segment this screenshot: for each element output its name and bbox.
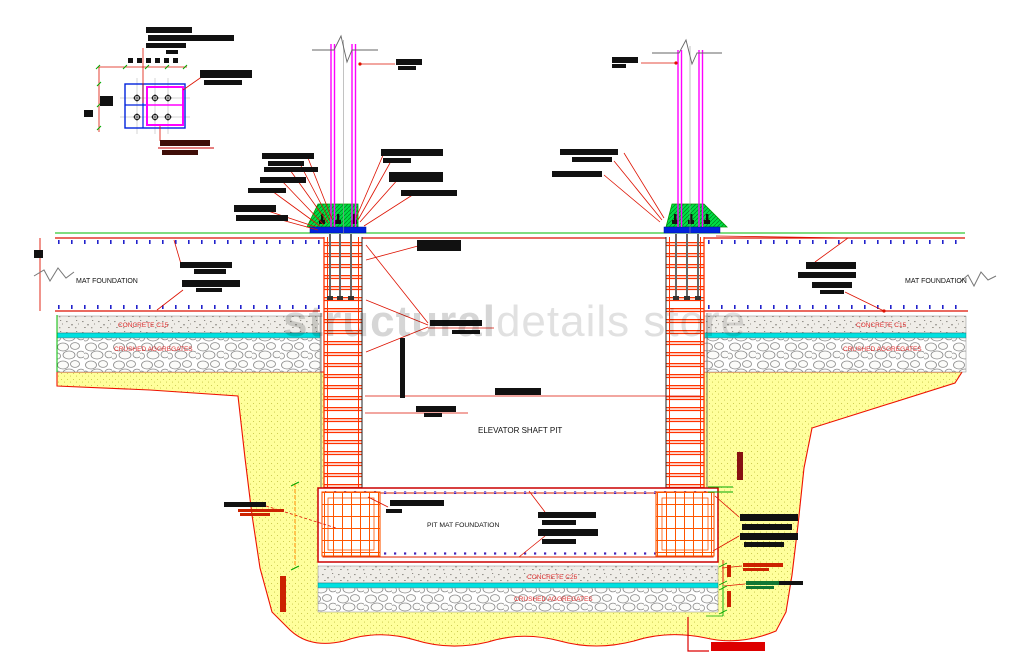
gap-under-pit-mat <box>318 560 718 566</box>
break-symbol-right-mat <box>959 271 997 288</box>
label-pit-mat-foundation: PIT MAT FOUNDATION <box>427 522 499 529</box>
anchor-bolts-right <box>673 234 701 300</box>
base-plate-left <box>309 214 367 234</box>
pit-mat-foundation-slab <box>317 487 719 563</box>
label-crushed-aggregates-left: CRUSHED AGGREGATES <box>114 346 193 353</box>
right-foundation-layers <box>703 315 967 373</box>
label-crushed-aggregates-bottom: CRUSHED AGGREGATES <box>514 596 593 603</box>
leader-lines <box>156 61 886 587</box>
elevator-pit-wall-left <box>320 237 363 488</box>
label-concrete-c25: CONCRETE C25 <box>527 574 578 581</box>
label-mat-foundation-left: MAT FOUNDATION <box>76 278 138 285</box>
label-concrete-c15-left: CONCRETE C15 <box>118 322 169 329</box>
pit-bottom-layers <box>317 565 719 613</box>
label-mat-foundation-right: MAT FOUNDATION <box>905 278 967 285</box>
break-symbol-left-mat <box>33 267 75 282</box>
label-concrete-c15-right: CONCRETE C15 <box>856 322 907 329</box>
anchor-bolts-left <box>327 234 354 300</box>
label-elevator-shaft-pit: ELEVATOR SHAFT PIT <box>478 426 562 435</box>
steel-column-right <box>652 38 722 234</box>
label-crushed-aggregates-right: CRUSHED AGGREGATES <box>843 346 922 353</box>
redacted-annotations <box>84 27 856 612</box>
steel-column-left <box>312 34 378 234</box>
pit-interior <box>362 234 666 490</box>
base-plate-right <box>663 214 721 234</box>
left-foundation-layers <box>56 315 321 373</box>
column-break-symbol-left <box>312 34 378 64</box>
base-plate-plan-detail <box>95 48 204 141</box>
left-mat-foundation-slab <box>55 239 320 312</box>
column-break-symbol-right <box>652 38 722 66</box>
dimension-lines <box>33 238 997 617</box>
scale-bar <box>687 617 765 652</box>
